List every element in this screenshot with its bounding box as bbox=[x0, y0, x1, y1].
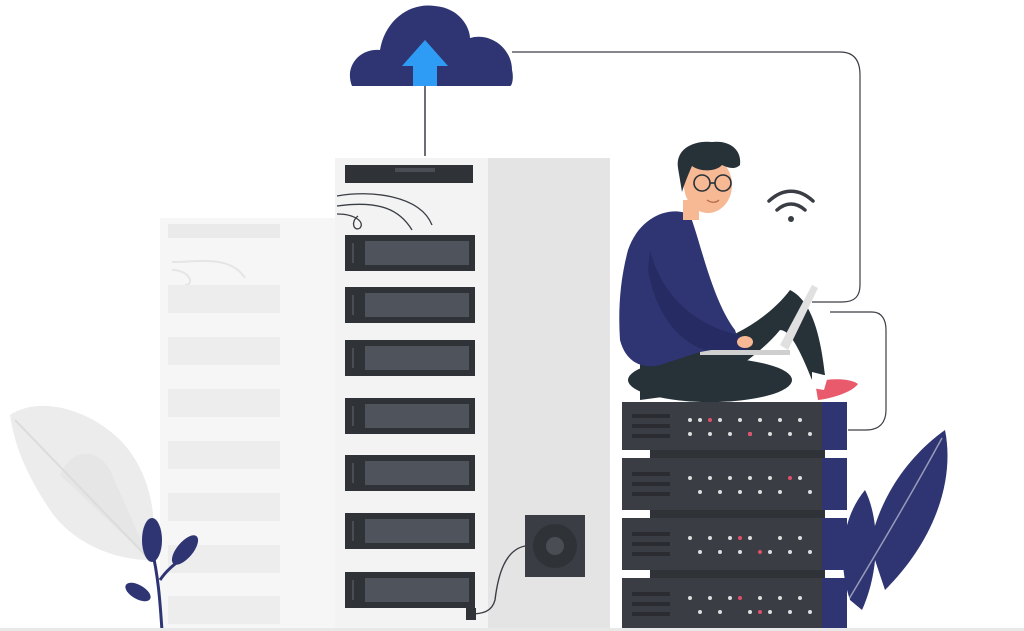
leaf-icon-right-plant bbox=[829, 430, 948, 631]
person-illustration bbox=[619, 141, 858, 402]
cloud-upload-icon bbox=[349, 5, 513, 156]
network-cable bbox=[512, 51, 861, 303]
network-cable-2 bbox=[830, 311, 887, 431]
server-rack-icon-ghost bbox=[160, 218, 335, 631]
wifi-icon bbox=[767, 189, 815, 222]
cooling-fan-icon bbox=[525, 515, 585, 577]
server-stack bbox=[622, 402, 847, 631]
leaf-icon-left-background bbox=[10, 405, 154, 561]
ground-line bbox=[0, 628, 1024, 631]
server-rack-icon-main bbox=[335, 158, 610, 631]
laptop-icon bbox=[700, 285, 818, 355]
leaf-icon-left-plant bbox=[125, 518, 199, 631]
